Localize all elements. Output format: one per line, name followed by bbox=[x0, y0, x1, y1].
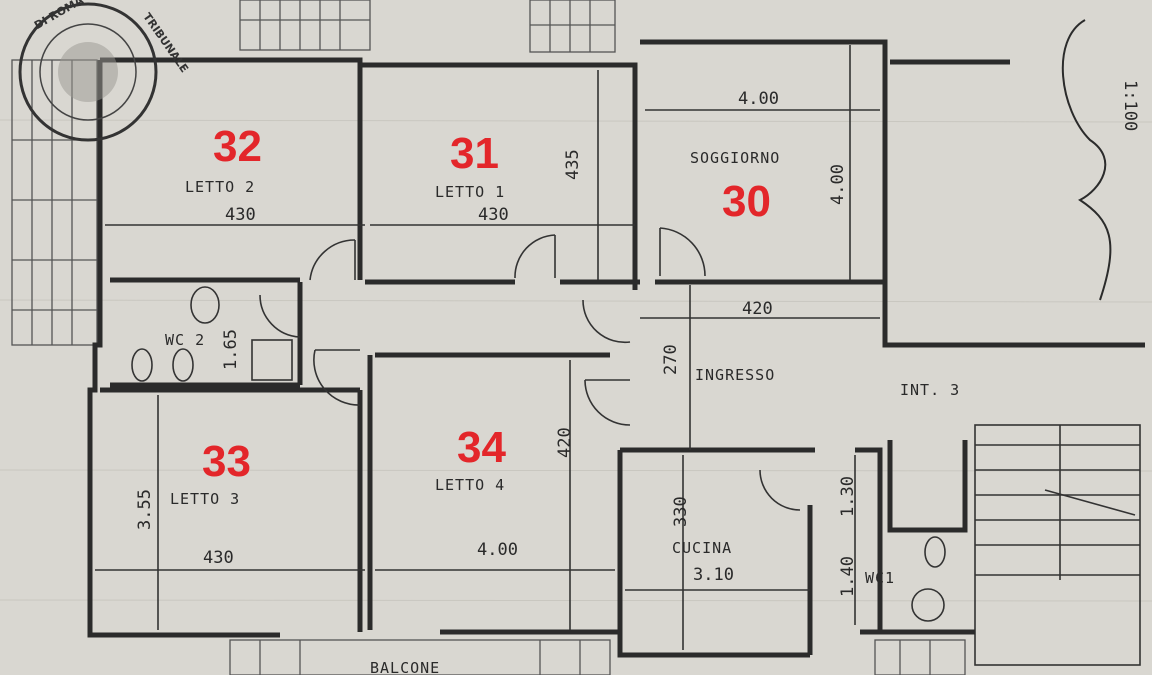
dim-letto-2-w: 430 bbox=[225, 205, 256, 225]
dim-wc-w: 1.65 bbox=[221, 329, 241, 370]
dim-ingresso-w: 420 bbox=[742, 299, 773, 319]
wc-fixtures bbox=[131, 286, 946, 622]
terrace-hatching bbox=[11, 0, 966, 675]
room-name-letto-3: LETTO 3 bbox=[170, 490, 240, 508]
court-seal: DI ROMA TRIBUNALE bbox=[18, 0, 191, 142]
dim-cucina-w: 3.10 bbox=[693, 565, 734, 585]
room-name-int: INT. 3 bbox=[900, 381, 960, 399]
dim-soggiorno-h: 4.00 bbox=[828, 164, 848, 205]
dim-letto-4-h: 420 bbox=[555, 427, 575, 458]
dimension-lines bbox=[95, 45, 880, 650]
dim-letto-1-w: 430 bbox=[478, 205, 509, 225]
staircase bbox=[974, 424, 1141, 666]
dim-cucina-h: 330 bbox=[671, 496, 691, 527]
room-name-letto-2: LETTO 2 bbox=[185, 178, 255, 196]
door-swings bbox=[259, 227, 801, 511]
dim-letto-1-h: 435 bbox=[563, 149, 583, 180]
room-number-31: 31 bbox=[450, 129, 499, 178]
room-name-soggiorno: SOGGIORNO bbox=[690, 149, 780, 167]
room-name-ingresso: INGRESSO bbox=[695, 366, 775, 384]
dim-disimpegno-h: 1.30 bbox=[838, 476, 858, 517]
dim-soggiorno-w: 4.00 bbox=[738, 89, 779, 109]
dim-letto-4-w: 4.00 bbox=[477, 540, 518, 560]
room-name-cucina: CUCINA bbox=[672, 539, 732, 557]
room-number-34: 34 bbox=[457, 423, 506, 472]
scale-label: 1:100 bbox=[1120, 80, 1140, 131]
dim-letto-3-w: 430 bbox=[203, 548, 234, 568]
room-number-32: 32 bbox=[213, 122, 262, 171]
room-name-balcone: BALCONE bbox=[370, 659, 440, 675]
room-name-letto-4: LETTO 4 bbox=[435, 476, 505, 494]
room-name-letto-1: LETTO 1 bbox=[435, 183, 505, 201]
walls bbox=[87, 39, 1145, 658]
dim-wc1-h: 1.40 bbox=[838, 556, 858, 597]
room-number-33: 33 bbox=[202, 437, 251, 486]
room-number-30: 30 bbox=[722, 177, 771, 226]
dim-letto-3-h: 3.55 bbox=[135, 489, 155, 530]
dim-ingresso-h: 270 bbox=[661, 344, 681, 375]
room-name-wc1: WC1 bbox=[865, 569, 895, 587]
seal-top-text: DI ROMA bbox=[32, 0, 86, 32]
room-name-wc: WC 2 bbox=[165, 331, 205, 349]
signature bbox=[1061, 19, 1112, 301]
